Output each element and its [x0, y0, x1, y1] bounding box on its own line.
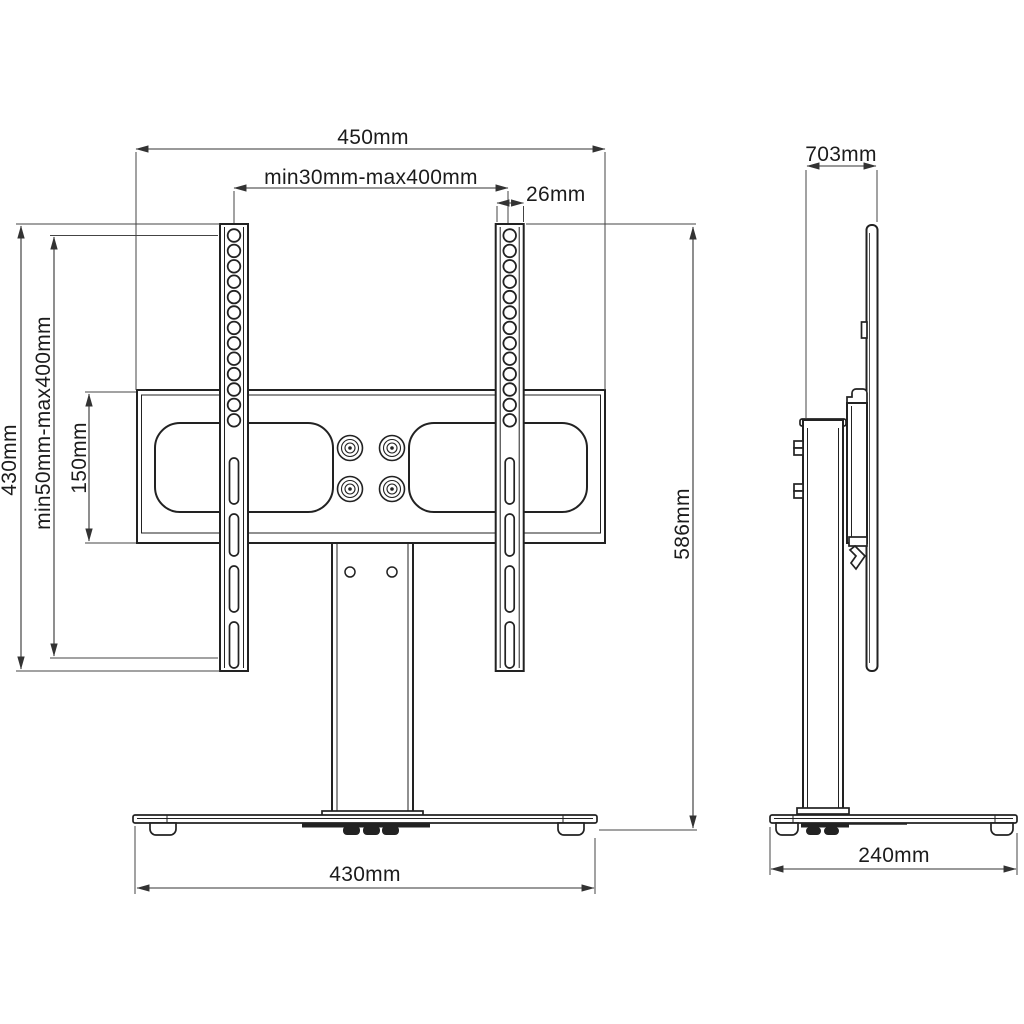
- dim-label-plate-width: 450mm: [337, 126, 409, 149]
- front-view: [132, 223, 606, 836]
- base-pad: [343, 826, 360, 835]
- side-bolt: [793, 447, 804, 456]
- dim-label-base-depth: 240mm: [858, 844, 930, 867]
- screw-knob: [378, 434, 406, 462]
- front-mounting-plate: [136, 389, 606, 544]
- side-pad: [824, 827, 839, 835]
- side-plate: [846, 388, 868, 571]
- dimension-lines: [17, 145, 1017, 892]
- screw-knob: [378, 475, 406, 503]
- side-bolt: [793, 490, 804, 499]
- dim-label-bracket-height: 150mm: [68, 422, 91, 494]
- dim-label-base-width: 430mm: [329, 863, 401, 886]
- base-foot-right: [557, 822, 585, 836]
- side-base: [769, 814, 1018, 836]
- side-rail: [865, 224, 879, 672]
- side-hook-top: [846, 388, 868, 404]
- screw-knob: [336, 475, 364, 503]
- base-pad: [382, 826, 399, 835]
- dim-label-stand-height: 586mm: [671, 488, 694, 560]
- screw-knob: [336, 434, 364, 462]
- base-pad: [363, 826, 380, 835]
- dim-label-rail-height: 430mm: [0, 424, 21, 496]
- dim-label-vesa-height: min50mm-max400mm: [32, 316, 55, 530]
- front-base: [132, 814, 598, 836]
- side-column: [793, 418, 850, 815]
- base-foot-left: [149, 822, 177, 836]
- dim-label-side-height: 703mm: [805, 143, 877, 166]
- side-foot-front: [775, 822, 799, 836]
- side-view: [769, 224, 1018, 836]
- side-bolt: [793, 483, 804, 492]
- side-rail-notch: [860, 321, 868, 339]
- side-foot-back: [990, 822, 1014, 836]
- side-hook-bottom: [848, 536, 868, 547]
- side-bolt: [793, 440, 804, 449]
- vesa-rail-left: [219, 223, 249, 672]
- side-pad: [806, 827, 821, 835]
- dimension-labels: 450mm min30mm-max400mm 26mm 430mm min50m…: [0, 126, 930, 886]
- dim-label-rail-width: 26mm: [526, 183, 586, 206]
- extension-lines: [16, 152, 1018, 894]
- dim-label-vesa-width: min30mm-max400mm: [264, 166, 478, 189]
- vesa-rail-right: [494, 223, 525, 672]
